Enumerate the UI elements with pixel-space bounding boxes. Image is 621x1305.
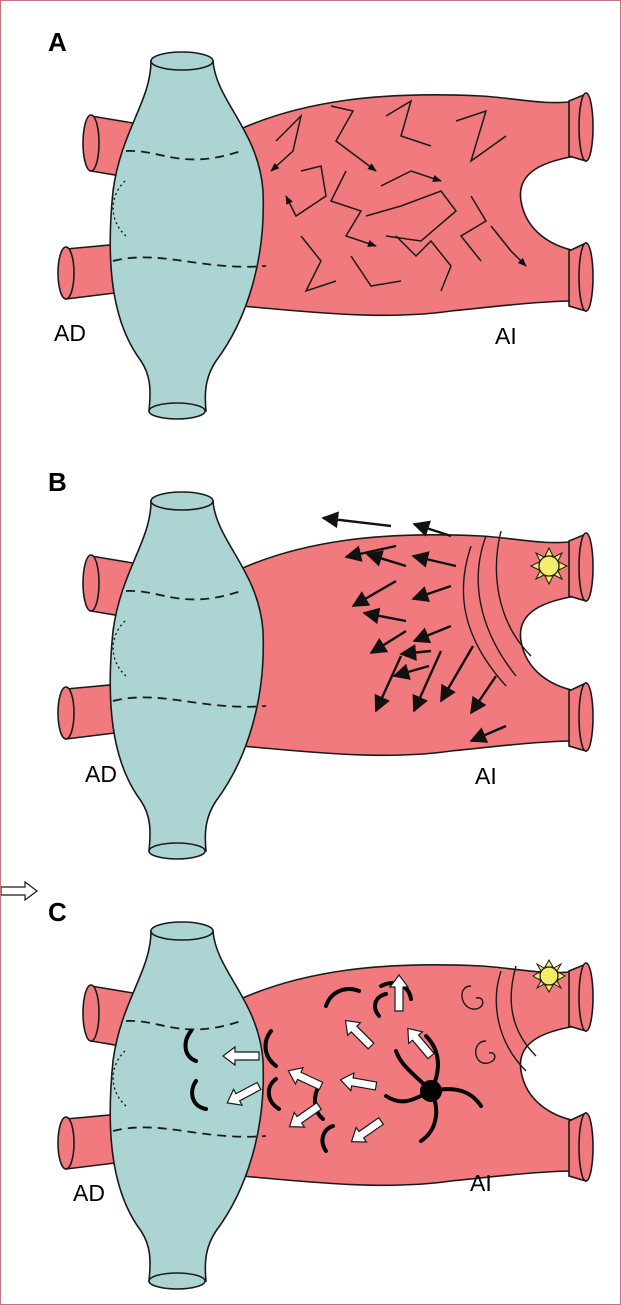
atria-illustration bbox=[58, 492, 593, 859]
panel-a: A AD AI bbox=[48, 27, 593, 419]
left-atrium-label: AI bbox=[470, 1170, 492, 1196]
ectopic-focus-icon bbox=[533, 960, 565, 992]
panel-c: C bbox=[1, 882, 593, 1289]
right-atrium-label: AD bbox=[73, 1180, 105, 1206]
left-atrium-label: AI bbox=[495, 323, 517, 349]
ectopic-focus-icon bbox=[531, 548, 567, 584]
right-atrium-label: AD bbox=[85, 761, 117, 787]
left-atrium-label: AI bbox=[475, 763, 497, 789]
panel-letter: A bbox=[48, 27, 67, 57]
atria-illustration bbox=[58, 52, 593, 419]
panel-letter: C bbox=[48, 897, 67, 927]
panel-letter: B bbox=[48, 467, 67, 497]
panel-b: B bbox=[48, 467, 593, 859]
right-atrium-label: AD bbox=[54, 320, 86, 346]
